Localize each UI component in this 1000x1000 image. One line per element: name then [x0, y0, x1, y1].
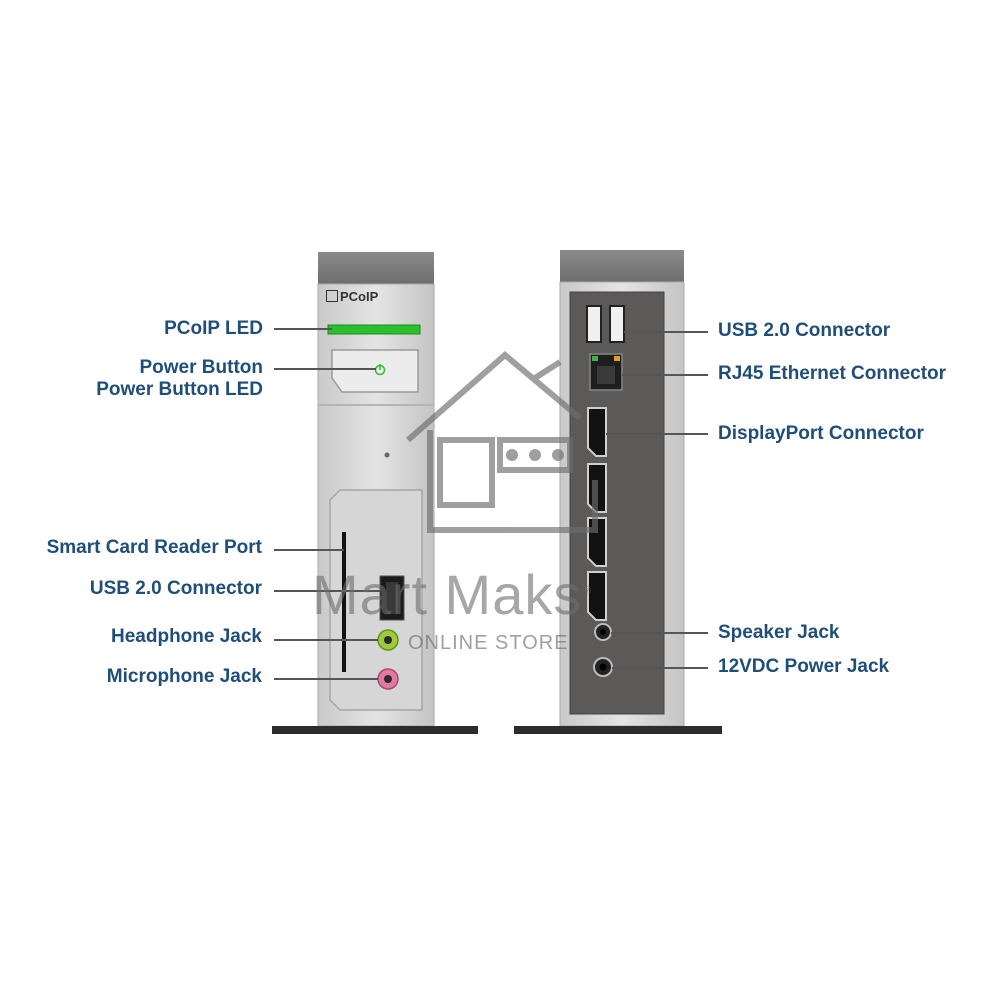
watermark-name: Mart Maks® — [312, 562, 592, 627]
label-rj45: RJ45 Ethernet Connector — [718, 363, 947, 384]
brand-icon — [326, 290, 338, 302]
leader-smart-card — [274, 549, 344, 551]
brand-text: PCoIP — [340, 289, 379, 304]
label-smart-card: Smart Card Reader Port — [46, 537, 262, 558]
displayport-1 — [587, 407, 607, 457]
label-displayport: DisplayPort Connector — [718, 423, 924, 444]
watermark-name-text: Mart Maks — [312, 563, 583, 626]
watermark-tagline: ONLINE STORE — [408, 632, 569, 654]
leader-rj45 — [622, 374, 708, 376]
label-power-button: Power Button — [139, 357, 264, 378]
rear-usb-port-2 — [609, 305, 625, 343]
leader-pcoip-led — [274, 328, 332, 330]
label-power-button-led: Power Button LED — [96, 379, 263, 400]
label-front-usb: USB 2.0 Connector — [89, 578, 262, 599]
leader-speaker — [611, 632, 708, 634]
label-pcoip-led: PCoIP LED — [164, 318, 263, 339]
label-power-jack: 12VDC Power Jack — [718, 656, 890, 677]
rear-unit — [514, 250, 722, 734]
leader-headphone — [274, 639, 378, 641]
leader-rear-usb — [624, 331, 708, 333]
brand-logo: PCoIP — [326, 289, 378, 304]
label-microphone: Microphone Jack — [106, 666, 262, 687]
pcoip-led-bar — [327, 324, 421, 335]
rear-usb-port-1 — [586, 305, 602, 343]
leader-power-button — [274, 368, 376, 370]
label-speaker: Speaker Jack — [718, 622, 840, 643]
leader-displayport — [606, 433, 708, 435]
smart-card-slot — [342, 532, 346, 672]
watermark-logo — [406, 351, 598, 533]
label-rear-usb: USB 2.0 Connector — [718, 320, 891, 341]
watermark-registered: ® — [582, 583, 593, 598]
leader-microphone — [274, 678, 378, 680]
leader-power-jack — [612, 667, 708, 669]
leader-front-usb — [274, 590, 380, 592]
label-headphone: Headphone Jack — [111, 626, 262, 647]
displayport-4 — [587, 571, 607, 621]
front-unit — [272, 252, 478, 734]
